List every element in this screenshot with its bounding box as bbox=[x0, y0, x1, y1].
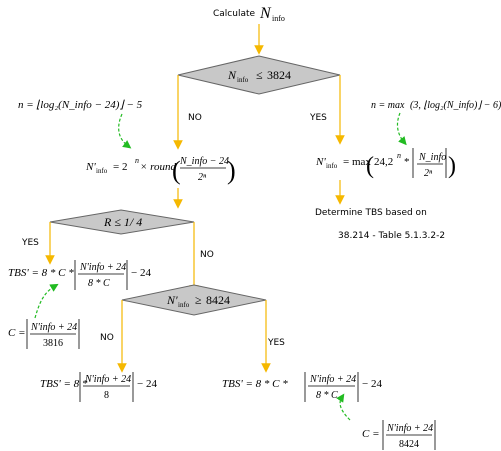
svg-text:): ) bbox=[227, 156, 236, 185]
formula-ninfo-prime-small: N' info = 2 n × round ( N_info − 24 2ⁿ ) bbox=[85, 156, 236, 185]
c-large-den: 8424 bbox=[399, 439, 419, 450]
tbs-large-tail: − 24 bbox=[362, 378, 382, 390]
decision1-sub: info bbox=[237, 76, 249, 84]
np-small-mid: × round bbox=[140, 161, 177, 173]
determine-line2: 38.214 - Table 5.1.3.2-2 bbox=[338, 231, 445, 241]
tbs-large-lhs: TBS' = 8 * C * bbox=[222, 378, 288, 390]
np-large-den: 2ⁿ bbox=[424, 168, 433, 179]
formula-n-large: n = max (3, ⌊log₂(N_info)⌋ − 6) bbox=[371, 100, 501, 111]
decision3-op: ≥ bbox=[195, 293, 202, 307]
np-small-lhs: N' bbox=[85, 161, 96, 173]
formula-tbs-large: TBS' = 8 * C * N'info + 24 8 * C − 24 bbox=[222, 372, 382, 402]
decision3-value: 8424 bbox=[206, 293, 230, 307]
label-yes-3: YES bbox=[267, 338, 285, 348]
decision3-lhs: N' bbox=[166, 293, 178, 307]
decision3-diamond: N' info ≥ 8424 bbox=[121, 284, 267, 316]
n-small-lhs: n = bbox=[18, 99, 34, 111]
decision3-sub: info bbox=[178, 301, 190, 309]
tbs-r-tail: − 24 bbox=[131, 267, 151, 279]
np-small-sup: n bbox=[135, 156, 139, 165]
label-yes-2: YES bbox=[21, 238, 39, 248]
determine-line1: Determine TBS based on bbox=[315, 208, 427, 218]
n-large-body: (3, ⌊log₂(N_info)⌋ − 6) bbox=[410, 100, 501, 111]
tbs-large-den: 8 * C bbox=[316, 390, 338, 401]
tbs-small-den: 8 bbox=[104, 390, 109, 401]
tbs-large-num: N'info + 24 bbox=[309, 374, 356, 385]
np-small-sub: info bbox=[96, 167, 108, 175]
label-no-1: NO bbox=[188, 113, 202, 123]
np-small-den: 2ⁿ bbox=[198, 172, 207, 183]
start-var: N bbox=[259, 5, 272, 22]
svg-text:*: * bbox=[404, 156, 410, 168]
decision1-diamond: N info ≤ 3824 bbox=[177, 55, 341, 95]
tbs-small-lhs: TBS' = 8 * bbox=[40, 378, 88, 390]
np-large-eq: = max bbox=[343, 156, 371, 168]
dashed-arrow-c-large bbox=[336, 393, 351, 421]
np-large-sup: n bbox=[397, 151, 401, 160]
np-large-inner: 24,2 bbox=[374, 156, 393, 168]
formula-c-large: C = N'info + 24 8424 bbox=[362, 420, 436, 450]
c-r-num: N'info + 24 bbox=[30, 322, 77, 333]
start-label: Calculate bbox=[213, 9, 255, 19]
dashed-arrow-n-large bbox=[396, 112, 407, 146]
decision2-diamond: R ≤ 1/ 4 bbox=[49, 209, 195, 235]
c-large-lhs: C = bbox=[362, 428, 380, 440]
formula-c-r: C = N'info + 24 3816 bbox=[8, 319, 80, 349]
label-no-3: NO bbox=[100, 333, 114, 343]
formula-ninfo-prime-large: N' info = max ( 24,2 n * N_info 2ⁿ ) bbox=[315, 148, 456, 179]
np-large-sub: info bbox=[326, 162, 338, 170]
dashed-arrow-n-small bbox=[118, 113, 132, 149]
dashed-arrow-c-r bbox=[34, 283, 59, 319]
formula-tbs-small: TBS' = 8 * N'info + 24 8 − 24 bbox=[40, 372, 157, 402]
svg-text:(: ( bbox=[366, 153, 374, 179]
tbs-small-num: N'info + 24 bbox=[84, 374, 131, 385]
start-node: Calculate N info bbox=[213, 5, 285, 23]
decision1-value: 3824 bbox=[267, 68, 291, 82]
np-large-num: N_info bbox=[418, 152, 446, 163]
formula-tbs-r: TBS' = 8 * C * N'info + 24 8 * C − 24 bbox=[8, 260, 151, 290]
c-r-lhs: C = bbox=[8, 327, 26, 339]
decision1-op: ≤ bbox=[256, 68, 263, 82]
c-large-num: N'info + 24 bbox=[386, 423, 433, 434]
n-small-body: ⌊log₂(N_info − 24)⌋ − 5 bbox=[36, 99, 143, 111]
tbs-r-num: N'info + 24 bbox=[79, 262, 126, 273]
label-yes-1: YES bbox=[309, 113, 327, 123]
tbs-r-den: 8 * C bbox=[88, 278, 110, 289]
svg-text:(: ( bbox=[172, 156, 181, 185]
tbs-r-lhs: TBS' = 8 * C * bbox=[8, 267, 74, 279]
c-r-den: 3816 bbox=[43, 338, 63, 349]
start-sub: info bbox=[272, 14, 285, 23]
svg-text:): ) bbox=[448, 153, 456, 179]
determine-block: Determine TBS based on 38.214 - Table 5.… bbox=[315, 208, 445, 241]
np-small-eq: = 2 bbox=[113, 161, 127, 173]
formula-n-small: n = ⌊log₂(N_info − 24)⌋ − 5 bbox=[18, 99, 143, 111]
label-no-2: NO bbox=[200, 250, 214, 260]
tbs-small-tail: − 24 bbox=[137, 378, 157, 390]
decision2-text: R ≤ 1/ 4 bbox=[103, 215, 142, 229]
np-small-num: N_info − 24 bbox=[179, 156, 229, 167]
np-large-lhs: N' bbox=[315, 156, 326, 168]
n-large-lhs: n = max bbox=[371, 100, 405, 111]
decision1-lhs: N bbox=[227, 68, 237, 82]
